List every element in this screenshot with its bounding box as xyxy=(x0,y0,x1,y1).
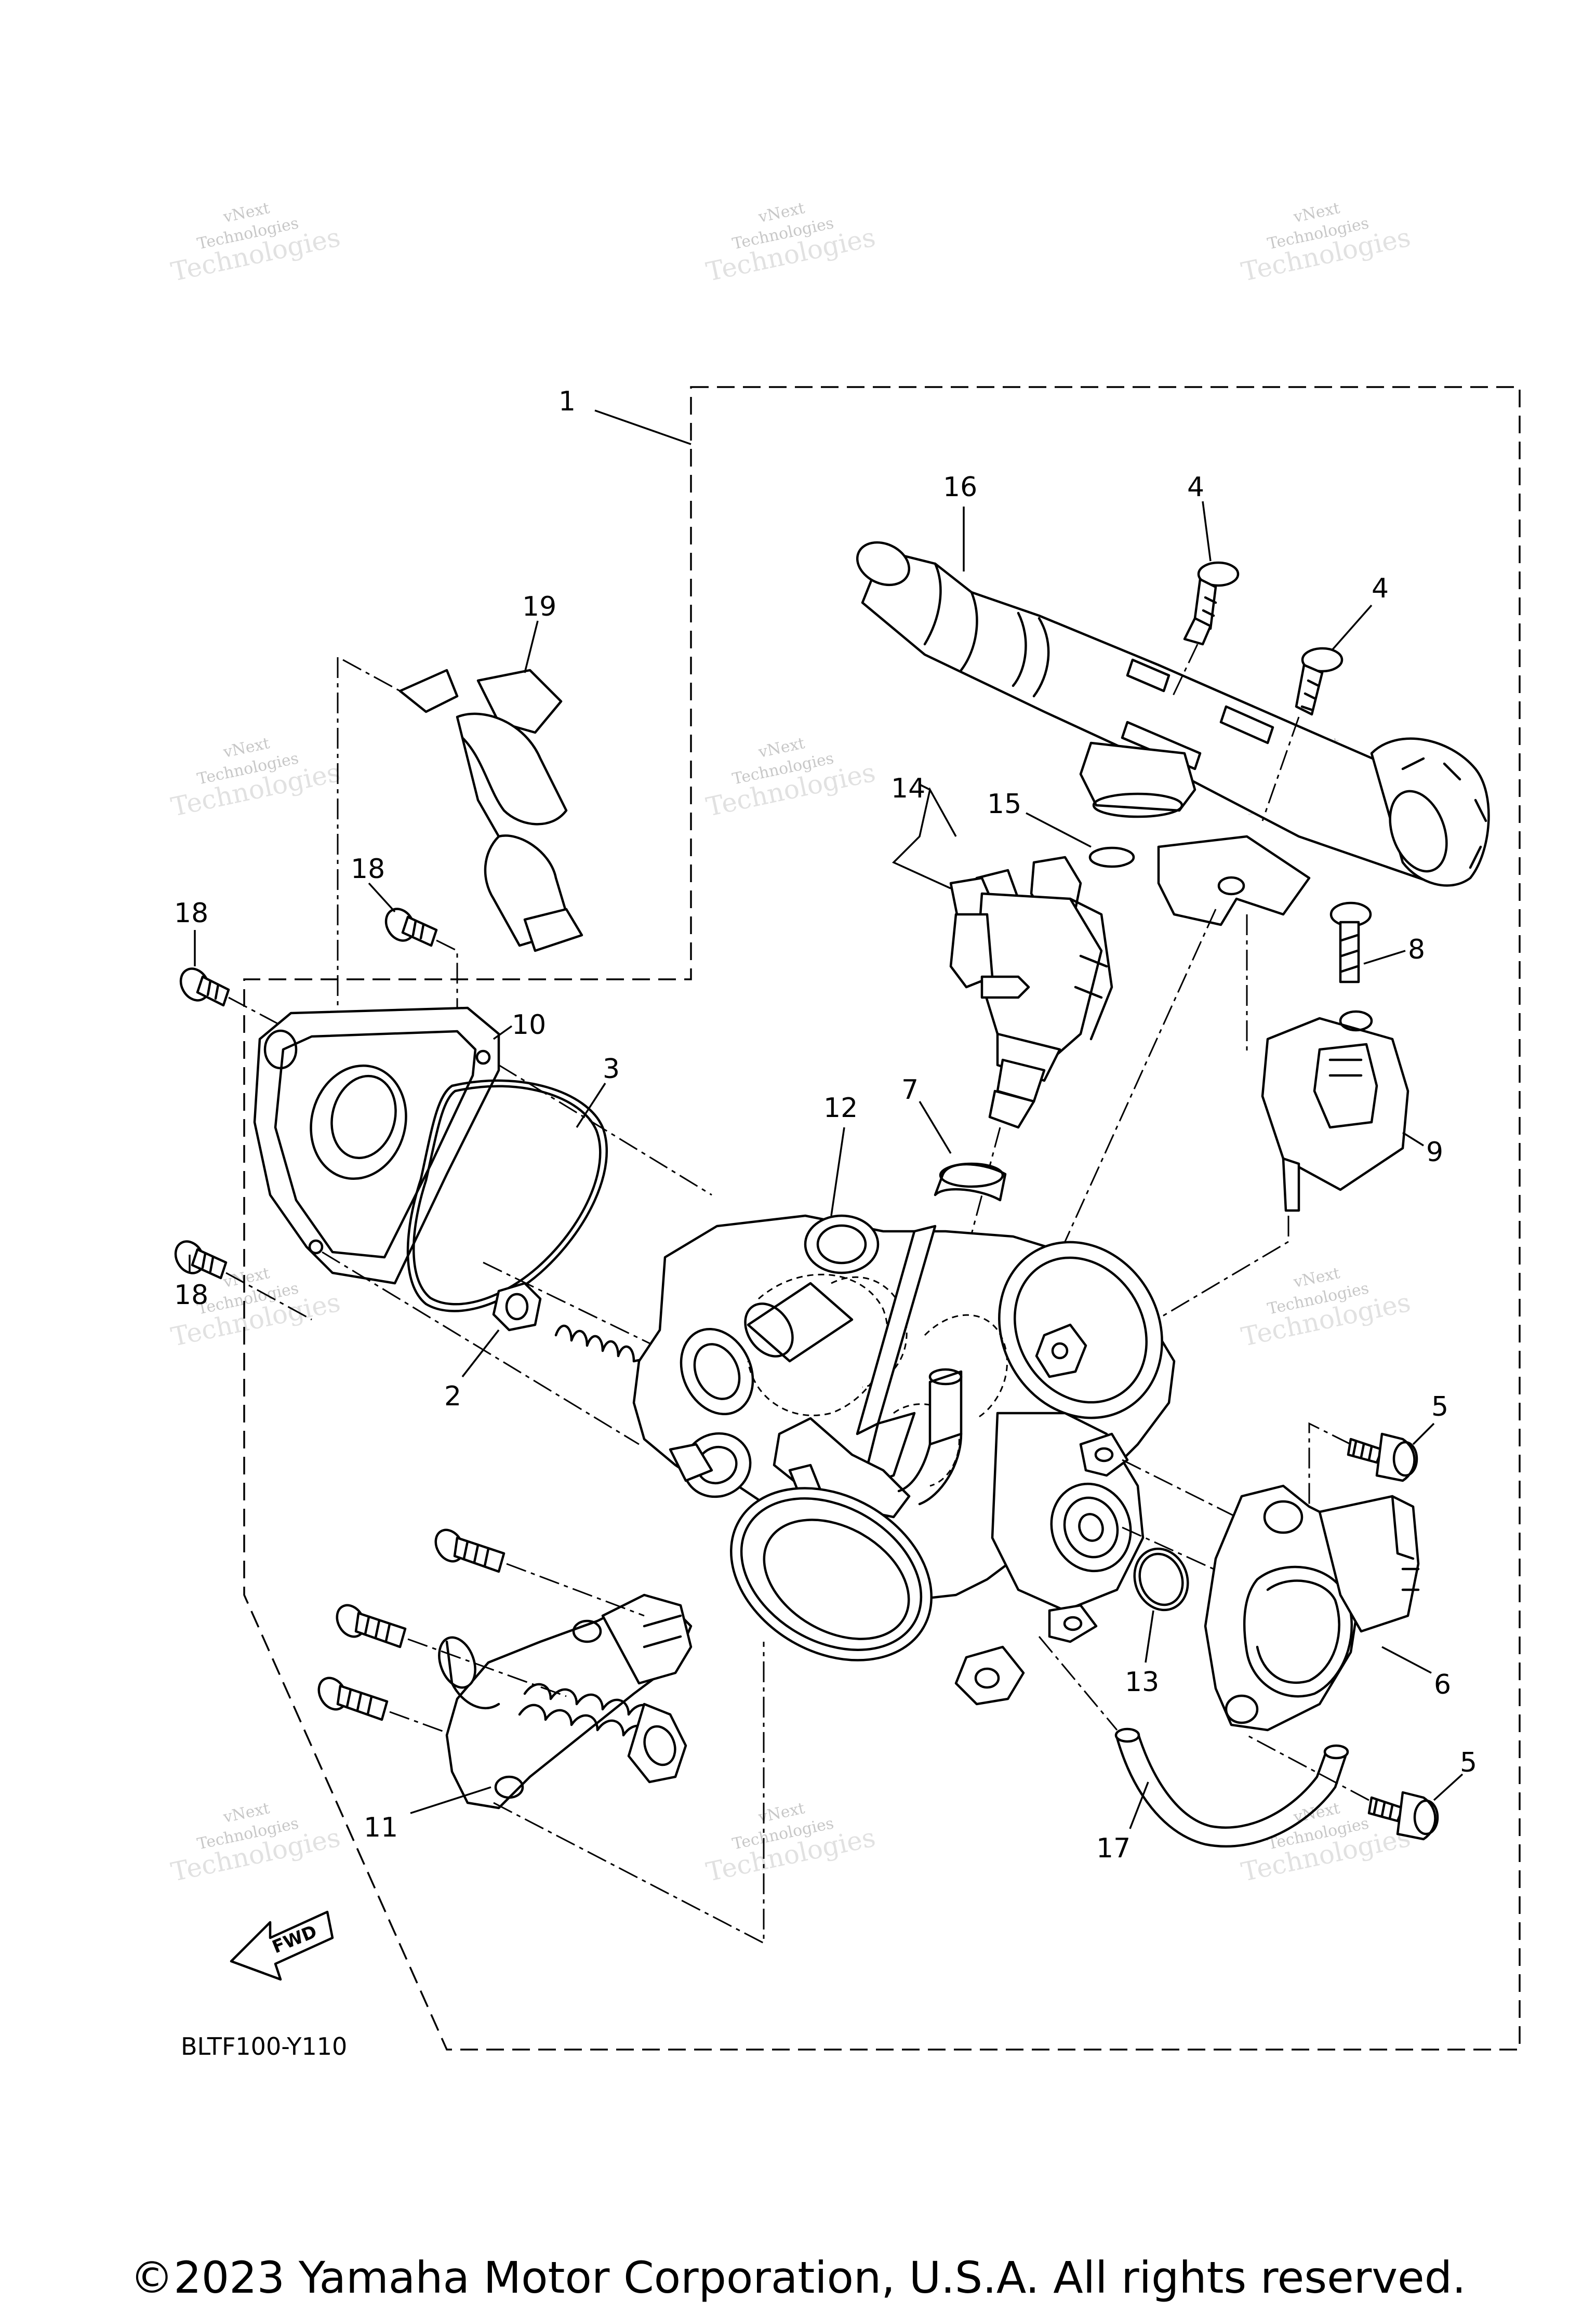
callout-14: 14 xyxy=(891,773,925,804)
fwd-arrow-icon: FWD xyxy=(230,1910,334,1981)
injector-o-ring xyxy=(1088,846,1135,868)
callout-leader-15 xyxy=(1026,812,1092,848)
callout-leader-7 xyxy=(919,1101,952,1154)
screw-4a-axis xyxy=(1171,644,1199,699)
callout-leader-19 xyxy=(524,620,539,673)
watermark: vNext Technologies Technologies xyxy=(1239,1264,1413,1352)
callout-5a: 5 xyxy=(1431,1391,1448,1422)
callout-4b: 4 xyxy=(1372,573,1389,604)
screw-18c xyxy=(174,1240,228,1280)
pipe-axis xyxy=(1038,909,1217,1299)
screw-5a xyxy=(1347,1432,1418,1482)
callout-leader-9 xyxy=(1402,1132,1424,1147)
watermark: vNext Technologies Technologies xyxy=(703,1799,878,1887)
callout-leader-14 xyxy=(919,783,930,791)
watermark: vNext Technologies Technologies xyxy=(168,1799,343,1887)
tps-axis xyxy=(1122,1526,1237,1580)
watermark: vNext Technologies Technologies xyxy=(703,734,878,822)
throttle-position-sensor xyxy=(1204,1484,1420,1732)
watermark: vNext Technologies Technologies xyxy=(1239,1799,1413,1887)
callout-1: 1 xyxy=(558,386,576,417)
watermark: vNext Technologies Technologies xyxy=(168,734,343,822)
callout-3: 3 xyxy=(603,1054,620,1085)
hose-axis xyxy=(1038,1636,1118,1731)
callout-leader-4b xyxy=(1332,604,1373,650)
callout-5b: 5 xyxy=(1460,1747,1477,1778)
watermark: vNext Technologies Technologies xyxy=(1239,199,1413,287)
callout-leader-8 xyxy=(1363,950,1406,965)
callout-19: 19 xyxy=(522,591,556,622)
pipe-bracket xyxy=(1157,835,1311,926)
screw-18b xyxy=(384,908,438,947)
callout-11: 11 xyxy=(364,1812,398,1843)
callout-15: 15 xyxy=(987,789,1021,820)
callout-18b: 18 xyxy=(351,854,385,885)
isc-axis-4 xyxy=(493,1642,765,1945)
callout-leader-10 xyxy=(493,1025,513,1040)
clamp-axis xyxy=(342,659,401,692)
screw-18c-axis xyxy=(225,1272,312,1321)
vacuum-hose xyxy=(1114,1727,1349,1848)
assembly-boundary xyxy=(243,386,1521,2051)
callout-leader-12 xyxy=(830,1127,845,1216)
sensor-o-ring xyxy=(1133,1547,1189,1612)
screw-4b xyxy=(1295,647,1344,716)
isc-axis-1 xyxy=(506,1563,645,1617)
cover-plate xyxy=(253,1006,500,1285)
diagram-code: BLTF100-Y110 xyxy=(181,2032,347,2060)
callout-2: 2 xyxy=(444,1381,461,1412)
injector-seal xyxy=(934,1162,1007,1202)
isc-screw-3 xyxy=(317,1677,389,1721)
cover-axis-1 xyxy=(483,1261,666,1352)
callouts: 1 2 3 4 4 5 5 6 7 8 9 10 11 12 13 14 15 … xyxy=(174,386,1477,1864)
harness-clamp xyxy=(398,669,583,952)
isc-axis-2 xyxy=(407,1638,567,1697)
idle-speed-control xyxy=(317,1528,693,1810)
callout-13: 13 xyxy=(1125,1667,1159,1698)
cover-axis-2 xyxy=(322,1251,640,1445)
callout-18c: 18 xyxy=(174,1280,208,1311)
callout-12: 12 xyxy=(823,1093,858,1124)
screw-4b-axis xyxy=(1261,716,1300,821)
screw-5b-axis xyxy=(1246,1734,1369,1801)
callout-16: 16 xyxy=(943,472,977,503)
lock-nut xyxy=(492,1282,542,1332)
callout-4a: 4 xyxy=(1187,472,1204,503)
watermark: vNext Technologies Technologies xyxy=(168,199,343,287)
callout-8: 8 xyxy=(1408,934,1425,965)
callout-leader-11 xyxy=(410,1786,491,1814)
callout-17: 17 xyxy=(1096,1833,1130,1864)
callout-leader-5a xyxy=(1412,1422,1435,1445)
isc-screw-2 xyxy=(336,1604,407,1648)
callout-6: 6 xyxy=(1434,1669,1451,1700)
callout-leader-13 xyxy=(1145,1610,1154,1663)
isc-axis-3 xyxy=(389,1711,447,1734)
throttle-body xyxy=(632,1214,1176,1706)
copyright-notice: ©2023 Yamaha Motor Corporation, U.S.A. A… xyxy=(130,2252,1466,2303)
callout-leader-3 xyxy=(576,1083,606,1128)
callout-7: 7 xyxy=(901,1074,919,1106)
callout-10: 10 xyxy=(512,1009,546,1041)
callout-bracket-14 xyxy=(892,787,957,889)
callout-leader-6 xyxy=(1381,1646,1432,1674)
isc-screw-1 xyxy=(434,1528,506,1573)
callout-leader-5b xyxy=(1433,1773,1464,1801)
pressure-sensor xyxy=(1261,1010,1409,1212)
callout-18a: 18 xyxy=(174,898,208,929)
watermark: vNext Technologies Technologies xyxy=(703,199,878,287)
callout-leader-17 xyxy=(1129,1781,1149,1829)
callout-leader-18b xyxy=(368,882,396,913)
screw-4a xyxy=(1183,561,1240,646)
callout-leader-1 xyxy=(594,409,691,445)
callout-leader-2 xyxy=(461,1329,500,1378)
screw-8 xyxy=(1329,901,1372,983)
callout-leader-4a xyxy=(1202,501,1212,562)
cover-axis-3 xyxy=(498,1064,712,1196)
callout-9: 9 xyxy=(1426,1137,1443,1168)
screw-5b xyxy=(1367,1791,1439,1841)
fuel-delivery-pipe xyxy=(856,541,1490,887)
screw-18a xyxy=(179,967,230,1007)
fuel-injector xyxy=(949,856,1113,1129)
